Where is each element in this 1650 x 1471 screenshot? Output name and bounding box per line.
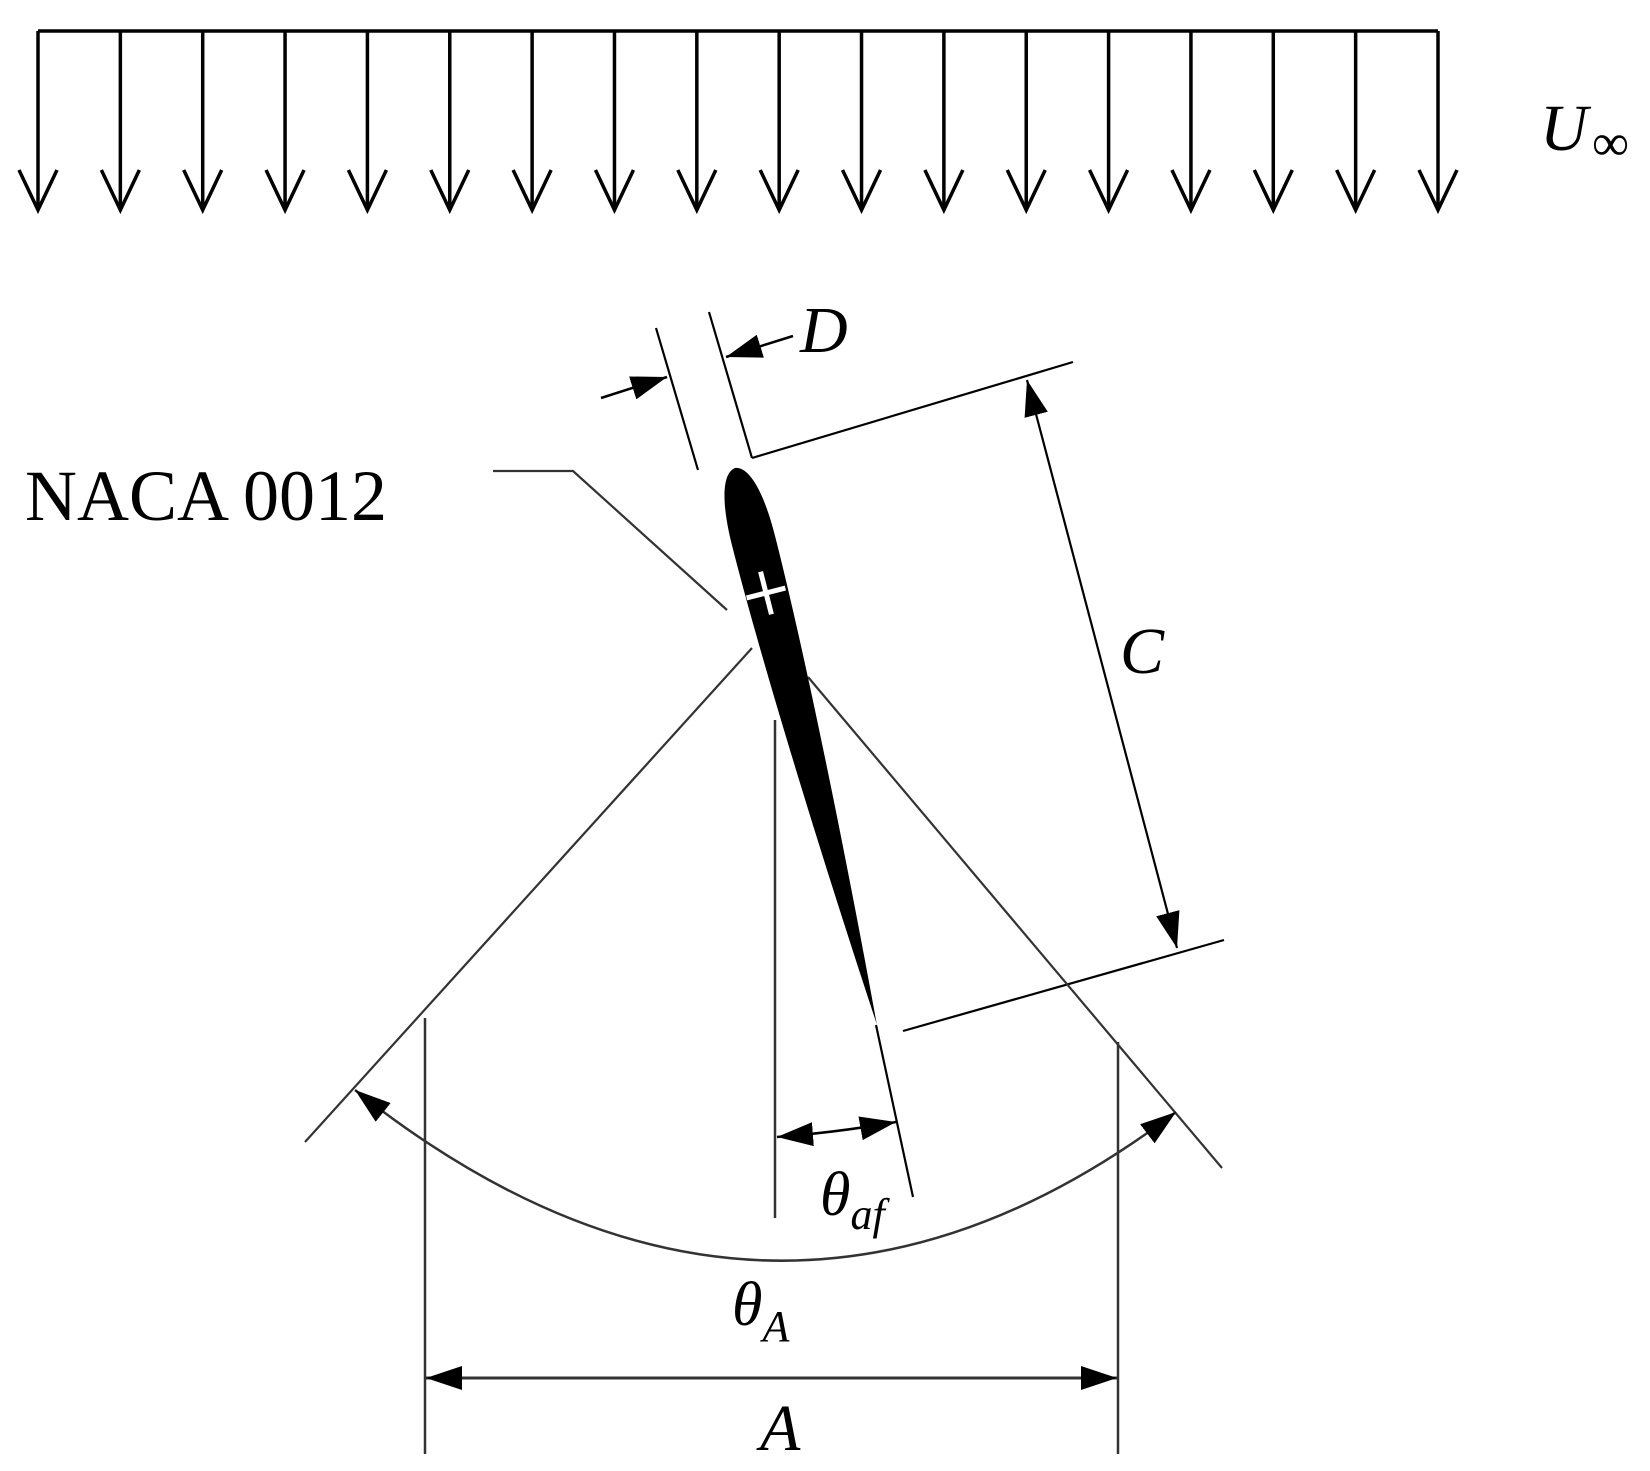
freestream-arrow-icon	[593, 31, 636, 215]
chord-arrow	[1024, 379, 1180, 949]
freestream-arrows	[17, 29, 1459, 215]
thickness-extension-line-left	[654, 327, 700, 471]
freestream-arrow-icon	[17, 31, 59, 215]
chord-extension-line-bottom	[902, 938, 1225, 1033]
freestream-arrow-icon	[346, 31, 388, 215]
airfoil-name-label: NACA 0012	[25, 456, 387, 536]
freestream-arrow-icon	[1417, 31, 1459, 215]
freestream-arrow-icon	[923, 31, 965, 215]
freestream-arrow-icon	[758, 31, 800, 215]
freestream-arrow-icon	[1088, 31, 1130, 215]
airfoil-body	[724, 467, 877, 1025]
sweep-boundary-left	[304, 647, 753, 1143]
freestream-arrow-icon	[676, 31, 718, 215]
sweep-boundary-right	[807, 676, 1223, 1169]
freestream-arrow-icon	[840, 31, 883, 215]
thickness-arrow-left	[600, 375, 668, 400]
freestream-arrow-icon	[99, 31, 141, 215]
thickness-arrow-right	[725, 334, 794, 359]
sweep-angle-arc	[354, 1089, 1177, 1262]
freestream-arrow-icon	[511, 31, 553, 215]
freestream-velocity-label: U	[1540, 92, 1592, 165]
freestream-arrow-icon	[1170, 31, 1212, 215]
freestream-arrow-icon	[429, 31, 471, 215]
freestream-arrow-icon	[1335, 31, 1377, 215]
chord-dimension: C	[751, 360, 1225, 1033]
airfoil-leader-line	[493, 469, 728, 611]
sweep-angle-indicator: θA	[354, 1089, 1177, 1351]
thickness-extension-line-right	[707, 311, 754, 459]
chord-line-extension	[874, 1024, 915, 1198]
pitch-angle-arc	[776, 1116, 897, 1147]
freestream-arrow-icon	[182, 31, 224, 215]
freestream-velocity-subscript: ∞	[1592, 115, 1629, 172]
chord-label: C	[1120, 615, 1165, 688]
pitch-angle-label: θaf	[820, 1161, 890, 1239]
thickness-dimension: D	[600, 294, 848, 471]
airfoil-shape	[724, 467, 877, 1025]
pitch-angle-indicator: θaf	[776, 1116, 897, 1239]
pivot-point-icon	[746, 571, 786, 615]
freestream-arrow-icon	[1252, 31, 1294, 215]
thickness-label: D	[799, 294, 848, 367]
chord-extension-line-top	[751, 360, 1074, 460]
sweep-angle-label: θA	[732, 1271, 790, 1351]
freestream-arrow-icon	[1005, 31, 1047, 215]
amplitude-label: A	[756, 1392, 801, 1465]
freestream-arrow-icon	[264, 31, 306, 215]
amplitude-dimension: A	[423, 1018, 1120, 1465]
